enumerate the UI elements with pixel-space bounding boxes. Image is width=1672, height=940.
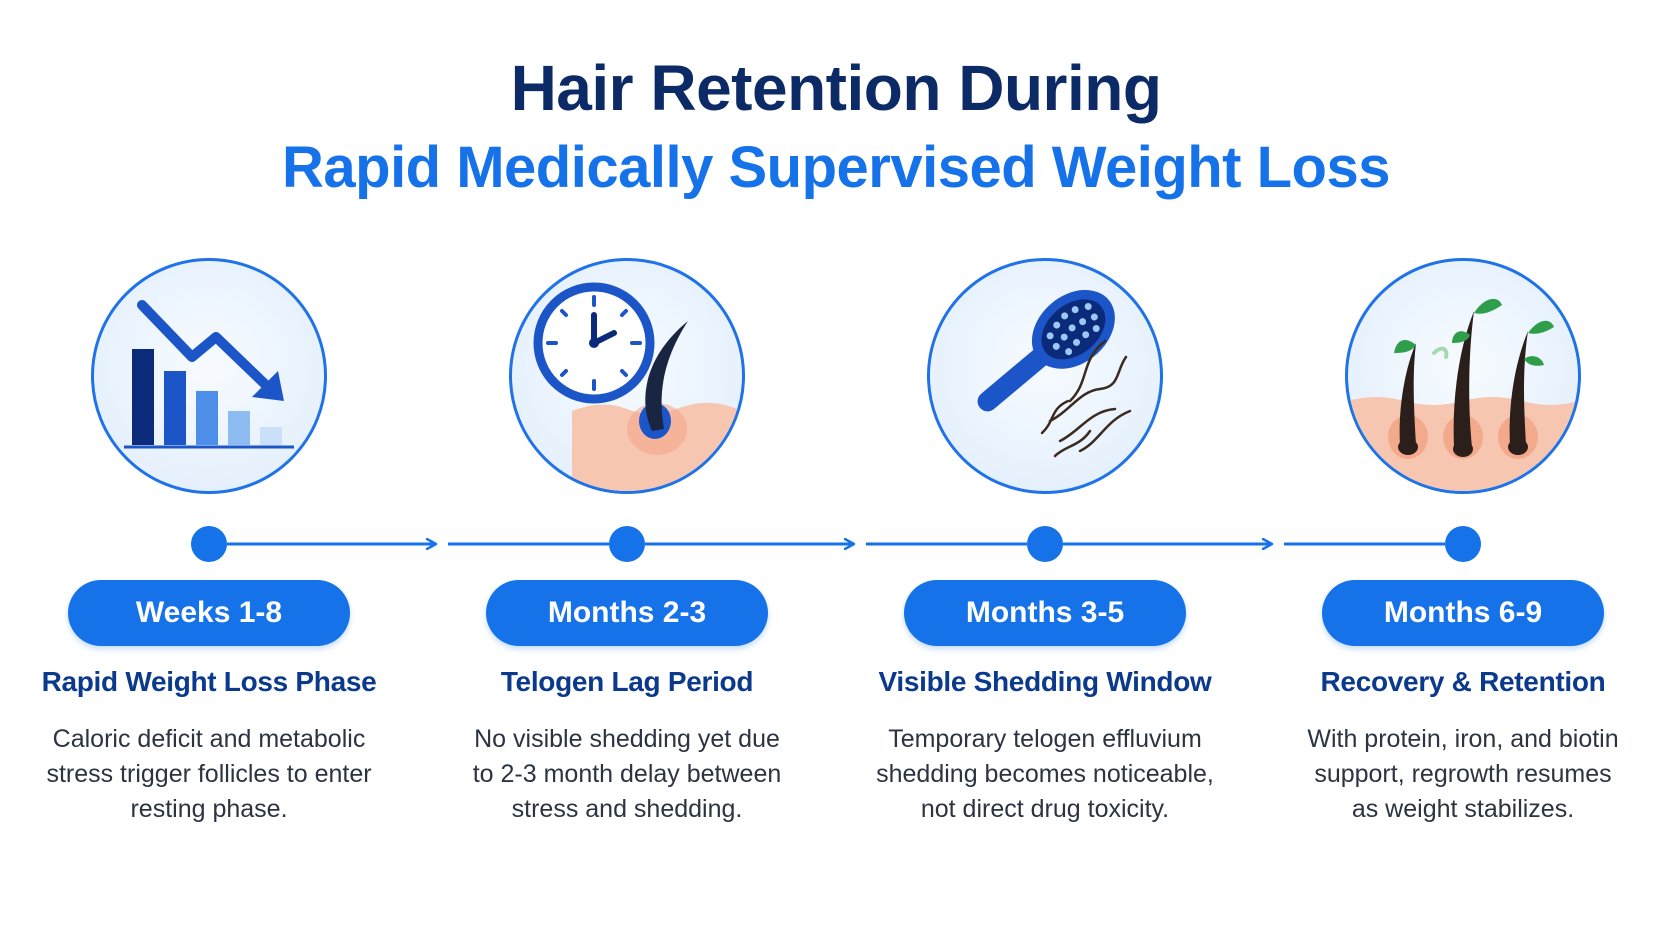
title-block: Hair Retention During Rapid Medically Su… (0, 48, 1672, 204)
stage-months-6-9: Months 6-9 Recovery & Retention With pro… (1254, 0, 1672, 940)
stage-heading: Recovery & Retention (1320, 666, 1606, 697)
desc-line: shedding becomes noticeable, (876, 760, 1214, 788)
desc-line: Caloric deficit and metabolic (52, 725, 366, 753)
hairbrush-shedding-icon (927, 258, 1163, 494)
stage-pill: Months 3-5 (904, 580, 1186, 646)
desc-line: resting phase. (130, 795, 288, 823)
desc-line: support, regrowth resumes (1314, 760, 1612, 788)
stage-description: Temporary telogen effluvium shedding bec… (860, 722, 1230, 827)
stage-pill: Months 2-3 (486, 580, 768, 646)
stage-months-2-3: Months 2-3 Telogen Lag Period No visible… (418, 0, 836, 940)
desc-line: With protein, iron, and biotin (1307, 725, 1619, 753)
stage-heading: Telogen Lag Period (500, 666, 754, 697)
desc-line: not direct drug toxicity. (920, 795, 1170, 823)
desc-line: stress and shedding. (511, 795, 743, 823)
stage-weeks-1-8: Weeks 1-8 Rapid Weight Loss Phase Calori… (0, 0, 418, 940)
stage-months-3-5: Months 3-5 Visible Shedding Window Tempo… (836, 0, 1254, 940)
stage-description: With protein, iron, and biotin support, … (1278, 722, 1648, 827)
clock-hair-follicle-icon (509, 258, 745, 494)
desc-line: Temporary telogen effluvium (888, 725, 1202, 753)
stage-description: No visible shedding yet due to 2-3 month… (442, 722, 812, 827)
stage-heading: Visible Shedding Window (878, 666, 1212, 697)
desc-line: stress trigger follicles to enter (46, 760, 372, 788)
declining-bar-chart-icon (91, 258, 327, 494)
page-subtitle: Rapid Medically Supervised Weight Loss (282, 135, 1390, 200)
desc-line: as weight stabilizes. (1351, 795, 1575, 823)
desc-line: to 2-3 month delay between (472, 760, 782, 788)
page-title: Hair Retention During (510, 52, 1162, 124)
timeline-dot (1027, 526, 1063, 562)
timeline-dot (191, 526, 227, 562)
desc-line: No visible shedding yet due (474, 725, 780, 753)
stage-description: Caloric deficit and metabolic stress tri… (24, 722, 394, 827)
stage-heading: Rapid Weight Loss Phase (41, 666, 377, 697)
timeline-dot (1445, 526, 1481, 562)
stage-pill: Months 6-9 (1322, 580, 1604, 646)
hair-regrowth-sprouts-icon (1345, 258, 1581, 494)
timeline-dot (609, 526, 645, 562)
stage-pill: Weeks 1-8 (68, 580, 350, 646)
